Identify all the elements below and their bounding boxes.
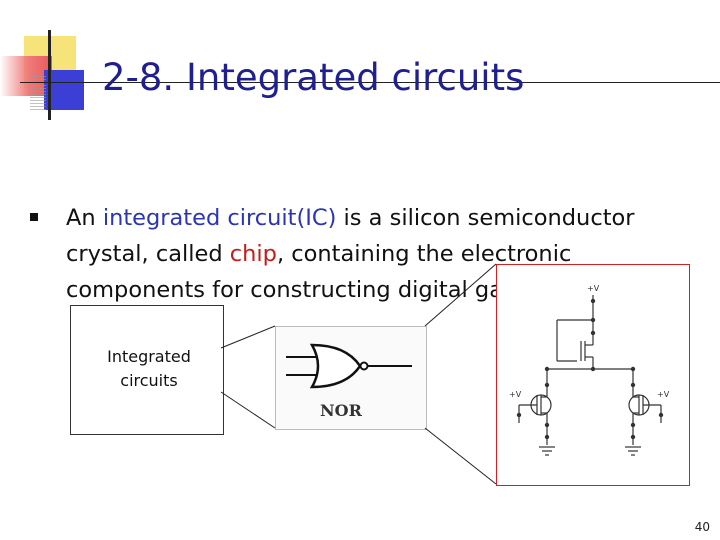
logo-vertical-line	[48, 30, 51, 120]
bullet-text-part1: An	[66, 205, 103, 231]
nor-gate-icon	[286, 343, 412, 389]
bullet-square-icon	[30, 213, 38, 221]
supply-label-left: +V	[509, 390, 522, 399]
ic-chip-box	[70, 305, 224, 435]
logo-dots	[30, 76, 46, 110]
transistor-circuit-panel: +V +V +V	[496, 264, 690, 486]
term-chip: chip	[229, 241, 277, 267]
title-underline	[20, 82, 720, 83]
supply-label-right: +V	[657, 390, 670, 399]
slide-logo	[0, 30, 110, 130]
ic-label: Integrated circuits	[107, 347, 191, 390]
bullet-text-part2: is a silicon semiconductor crystal, call…	[66, 205, 635, 267]
supply-label-top: +V	[587, 284, 600, 293]
nor-gate-panel	[275, 326, 427, 430]
nor-label: NOR	[320, 401, 362, 420]
slide-title: 2-8. Integrated circuits	[102, 56, 525, 99]
term-integrated-circuit: integrated circuit(IC)	[102, 205, 337, 231]
page-number: 40	[694, 520, 710, 534]
bullet-text: An integrated circuit(IC) is a silicon s…	[66, 200, 696, 308]
transistor-circuit-icon: +V +V +V	[509, 284, 670, 456]
